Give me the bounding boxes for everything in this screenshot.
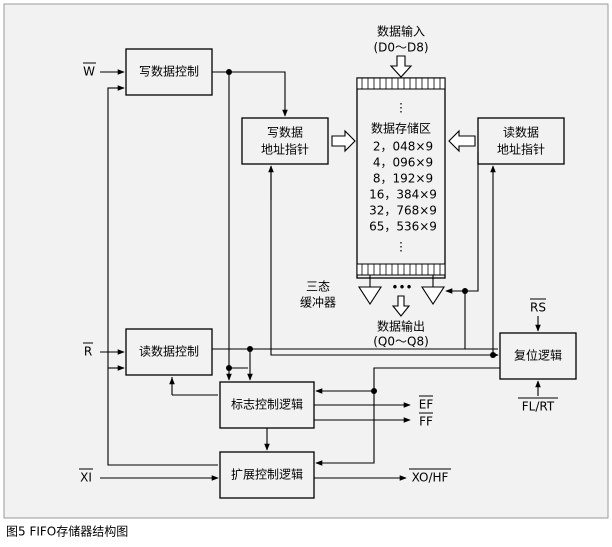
memory-size-6: 65，536×9 (369, 220, 437, 234)
write-pointer-block (241, 117, 329, 165)
memory-size-4: 16，384×9 (369, 188, 437, 202)
memory-size-3: 8，192×9 (373, 172, 433, 186)
memory-title: 数据存储区 (371, 121, 431, 136)
read-pointer-label-2: 地址指针 (497, 142, 545, 157)
read-pointer-label-1: 读数据 (503, 125, 539, 140)
data-output-label: 数据输出 (377, 319, 425, 334)
junction-reset-flag (371, 388, 377, 394)
read-pointer-block (477, 117, 565, 165)
reset-to-expansion (315, 367, 500, 466)
signal-fl-rt: FL/RT (522, 400, 555, 414)
read-pointer-to-memory-arrow (448, 129, 476, 153)
signal-ff: FF (419, 415, 433, 429)
memory-top-strip (356, 77, 446, 90)
reset-logic-label: 复位逻辑 (514, 348, 562, 363)
data-output-range: (Q0～Q8) (373, 335, 429, 349)
expansion-control-block (219, 451, 315, 499)
memory-bottom-strip (356, 263, 446, 276)
tristate-label-2: 缓冲器 (300, 295, 336, 310)
signal-w: W (83, 65, 95, 79)
reset-logic-block (499, 332, 577, 380)
read-control-block (125, 328, 213, 376)
memory-size-2: 4，096×9 (373, 156, 433, 170)
read-pointer-to-buffer (465, 152, 479, 292)
memory-size-5: 32，768×9 (369, 204, 437, 218)
tristate-label-1: 三态 (306, 280, 330, 294)
figure-caption: 图5 FIFO存储器结构图 (6, 524, 128, 539)
write-pointer-to-memory-arrow (331, 129, 356, 153)
data-input-label: 数据输入 (377, 24, 425, 39)
write-control-block (125, 48, 213, 96)
signal-xo-hf: XO/HF (412, 471, 449, 485)
write-control-label: 写数据控制 (139, 64, 199, 79)
expansion-control-label: 扩展控制逻辑 (231, 468, 303, 482)
write-pointer-label-1: 写数据 (267, 125, 303, 140)
write-pointer-feedback (270, 166, 493, 356)
read-control-label: 读数据控制 (139, 344, 199, 359)
signal-r: R (84, 345, 92, 359)
write-ctrl-to-pointer (212, 71, 288, 117)
signal-rs: RS (530, 301, 546, 315)
signal-xi: XI (80, 471, 92, 485)
data-output-arrow (391, 295, 411, 317)
memory-dots-top: ⋮ (395, 101, 407, 115)
memory-size-1: 2，048×9 (373, 140, 433, 154)
data-input-range: (D0～D8) (373, 41, 428, 55)
buffer-dots: ••• (391, 281, 412, 295)
memory-strip-ticks (361, 78, 441, 275)
background-panel (3, 3, 609, 519)
signal-ef: EF (419, 398, 434, 412)
memory-array (356, 77, 446, 279)
flag-control-label: 标志控制逻辑 (231, 398, 303, 412)
memory-dots-bottom: ⋮ (395, 240, 407, 254)
write-pointer-label-2: 地址指针 (261, 142, 309, 157)
data-input-arrow (389, 55, 413, 78)
